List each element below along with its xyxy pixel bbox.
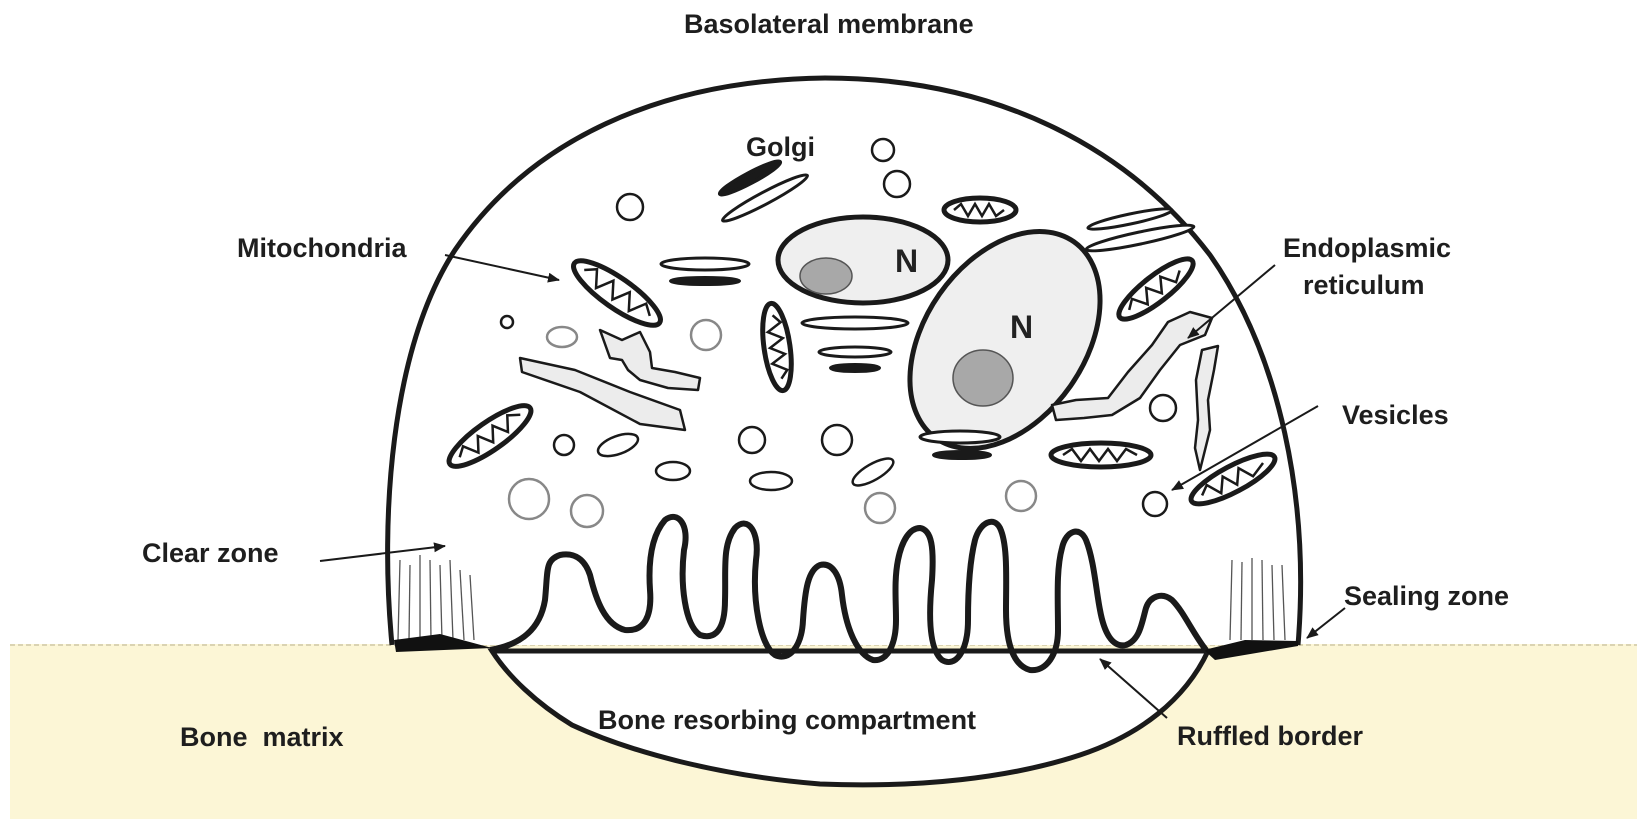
label-mitochondria: Mitochondria — [237, 233, 407, 263]
vesicle — [691, 320, 721, 350]
vesicle — [865, 493, 895, 523]
vesicle — [547, 327, 577, 347]
vesicle — [750, 472, 792, 490]
vesicle — [872, 139, 894, 161]
vesicle — [571, 495, 603, 527]
vesicle — [617, 194, 643, 220]
vesicle — [739, 427, 765, 453]
vesicle — [1143, 492, 1167, 516]
vesicle — [509, 479, 549, 519]
sealing-zone-arrow — [1307, 608, 1345, 638]
label-vesicles: Vesicles — [1342, 400, 1449, 430]
label-endoplasmic: Endoplasmic — [1283, 233, 1451, 263]
vesicle — [656, 462, 690, 480]
vesicle — [501, 316, 513, 328]
label-bone-matrix: Bone matrix — [180, 722, 344, 752]
nucleus-label-2: N — [1010, 309, 1033, 345]
vesicle — [554, 435, 574, 455]
label-clear-zone: Clear zone — [142, 538, 279, 568]
nucleolus-2 — [953, 350, 1013, 406]
label-reticulum: reticulum — [1303, 270, 1425, 300]
nucleus-label-1: N — [895, 243, 918, 279]
vesicle — [1150, 395, 1176, 421]
label-ruffled-border: Ruffled border — [1177, 721, 1363, 751]
label-golgi: Golgi — [746, 132, 815, 162]
mitochondrion — [1051, 443, 1151, 467]
label-sealing-zone: Sealing zone — [1344, 581, 1509, 611]
vesicle — [1006, 481, 1036, 511]
vesicle — [822, 425, 852, 455]
nucleus-1: N — [778, 217, 948, 303]
label-basolateral-membrane: Basolateral membrane — [684, 9, 974, 39]
label-bone-resorbing-compartment: Bone resorbing compartment — [598, 705, 976, 735]
vesicle — [884, 171, 910, 197]
mitochondrion — [944, 198, 1016, 222]
nucleolus-1 — [800, 258, 852, 294]
